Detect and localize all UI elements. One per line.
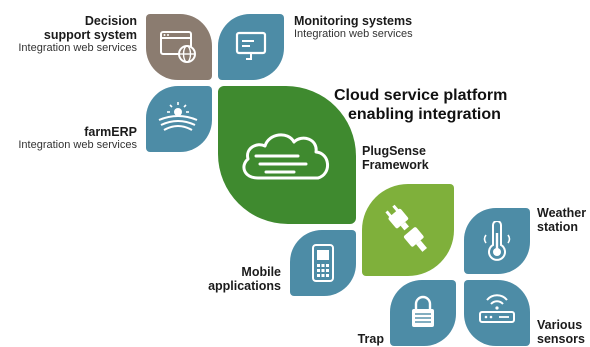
plugsense-leaf <box>362 184 454 276</box>
plugsense-name-1: PlugSense <box>362 144 426 158</box>
decision-sub: Integration web services <box>18 42 137 54</box>
weather-label: Weather station <box>537 206 586 234</box>
mobile-phone-icon <box>312 244 334 282</box>
mobile-name-2: applications <box>208 279 281 293</box>
farmerp-label: farmERP Integration web services <box>0 125 137 152</box>
farmerp-leaf <box>146 86 212 152</box>
monitor-icon <box>235 31 267 60</box>
cloud-platform-leaf <box>218 86 356 224</box>
sensors-name-2: sensors <box>537 332 585 346</box>
field-sun-icon <box>158 102 198 131</box>
title-line-2: enabling integration <box>348 106 501 123</box>
padlock-icon <box>412 295 434 327</box>
weather-name-1: Weather <box>537 206 587 220</box>
monitoring-name: Monitoring systems <box>294 14 413 28</box>
trap-leaf <box>390 280 456 346</box>
decision-support-leaf <box>146 14 212 80</box>
cloud-icon <box>242 133 329 180</box>
thermometer-icon <box>483 221 511 261</box>
mobile-label: Mobile applications <box>181 265 281 293</box>
trap-name: Trap <box>357 332 384 346</box>
plug-icon <box>385 204 428 252</box>
router-sensor-icon <box>479 294 515 323</box>
decision-name-1: Decision <box>84 14 137 28</box>
weather-station-leaf <box>464 208 530 274</box>
plugsense-name-2: Framework <box>362 158 429 172</box>
mobile-leaf <box>290 230 356 296</box>
farmerp-sub: Integration web services <box>18 139 137 151</box>
browser-globe-icon <box>160 31 196 63</box>
sensors-label: Various sensors <box>537 318 585 346</box>
mobile-name-1: Mobile <box>241 265 281 279</box>
diagram-title: Cloud service platform enabling integrat… <box>334 86 507 124</box>
decision-label: Decision support system Integration web … <box>0 14 137 55</box>
monitoring-label: Monitoring systems Integration web servi… <box>294 14 413 41</box>
sensors-leaf <box>464 280 530 346</box>
trap-label: Trap <box>334 332 384 346</box>
weather-name-2: station <box>537 220 578 234</box>
decision-name-2: support system <box>43 28 137 42</box>
monitoring-leaf <box>218 14 284 80</box>
farmerp-name: farmERP <box>84 125 137 139</box>
monitoring-sub: Integration web services <box>294 28 413 40</box>
plugsense-label: PlugSense Framework <box>362 144 429 172</box>
title-line-1: Cloud service platform <box>334 87 508 104</box>
sensors-name-1: Various <box>537 318 583 332</box>
